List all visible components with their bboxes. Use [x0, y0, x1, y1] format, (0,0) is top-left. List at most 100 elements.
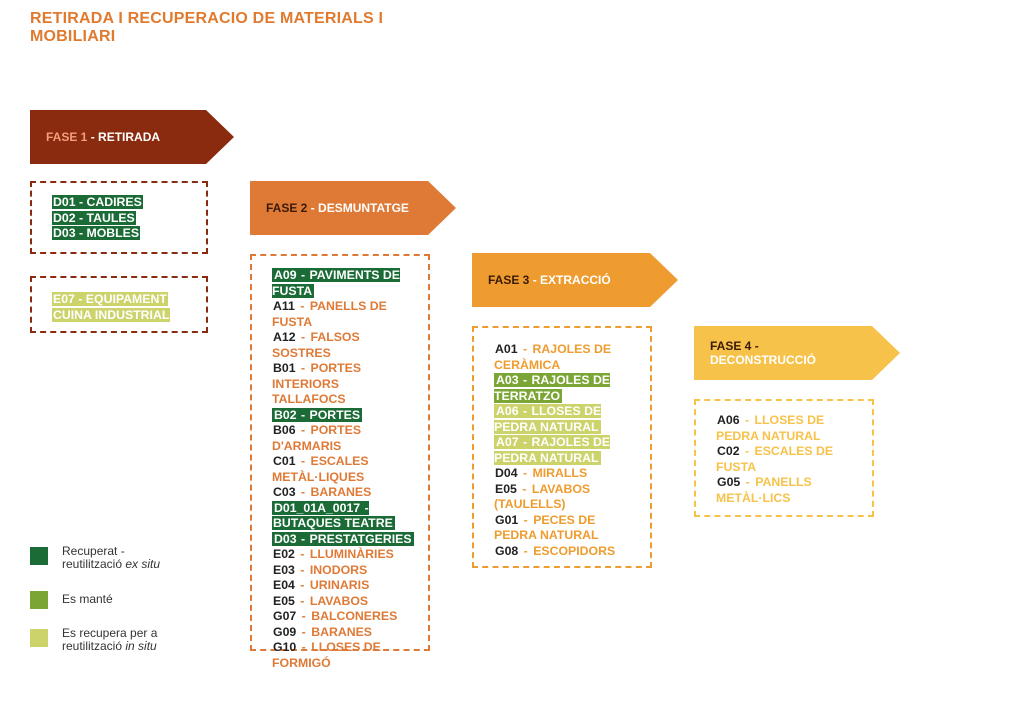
- list-item: G07 - BALCONERES: [273, 609, 398, 623]
- item-name: LLOSES DE PEDRA NATURAL: [494, 404, 602, 434]
- item-name: ESCALES METÀL·LIQUES: [272, 454, 369, 484]
- list-item: A06 - LLOSES DE PEDRA NATURAL: [716, 413, 825, 443]
- item-name: BALCONERES: [311, 609, 398, 623]
- phase-4-arrow-shape: [694, 326, 900, 380]
- item-name: FALSOS SOSTRES: [272, 330, 360, 360]
- item-name: PORTES D'ARMARIS: [272, 423, 362, 453]
- legend-item-recovered-in-situ: Es recupera per a reutilització in situ: [30, 627, 212, 653]
- item-name: RAJOLES DE CERÀMICA: [494, 342, 612, 372]
- list-item: A07 - RAJOLES DE PEDRA NATURAL: [494, 435, 638, 466]
- phase-1-box-furniture: D01 - CADIRES D02 - TAULES D03 - MOBLES: [30, 181, 208, 254]
- item-code: A11: [273, 299, 295, 313]
- item-name: LLUMINÀRIES: [309, 547, 394, 561]
- phase-1-box-kitchen: E07 - EQUIPAMENT CUINA INDUSTRIAL: [30, 276, 208, 333]
- list-item: C03 - BARANES: [273, 485, 372, 499]
- item-code: C02: [717, 444, 740, 458]
- list-item: D03 - PRESTATGERIES: [272, 531, 416, 548]
- item-name: BARANES: [310, 485, 372, 499]
- item-code: A03: [496, 373, 519, 387]
- item-code: D03: [274, 531, 297, 546]
- item-code: B02: [274, 407, 297, 422]
- list-item: G09 - BARANES: [273, 624, 372, 639]
- list-item: G08 - ESCOPIDORS: [495, 543, 616, 558]
- item-text: A03 - RAJOLES DE TERRATZO: [494, 373, 611, 403]
- item-name: LAVABOS (TAULELLS): [494, 481, 591, 512]
- phase-4-box: A06 - LLOSES DE PEDRA NATURAL C02 - ESCA…: [694, 399, 874, 517]
- item-name: PANELLS METÀL·LICS: [716, 475, 812, 505]
- item-code: E05: [495, 481, 517, 496]
- item-name: PECES DE PEDRA NATURAL: [494, 512, 599, 543]
- item-code: E05: [273, 593, 295, 608]
- legend-item-recovered-ex-situ: Recuperat - reutilització ex situ: [30, 545, 212, 571]
- item-name: ESCOPIDORS: [533, 543, 616, 558]
- legend-swatch: [30, 629, 48, 647]
- list-item: C01 - ESCALES METÀL·LIQUES: [272, 454, 369, 484]
- list-item: A11 - PANELLS DE FUSTA: [272, 299, 387, 329]
- item-text: D01_01A_0017 - BUTAQUES TEATRE: [272, 500, 395, 530]
- list-item: D01_01A_0017 - BUTAQUES TEATRE: [272, 500, 416, 532]
- item-name: URINARIS: [309, 578, 370, 592]
- item-code: G05: [717, 475, 741, 489]
- phase-3-box: A01 - RAJOLES DE CERÀMICA A03 - RAJOLES …: [472, 326, 652, 568]
- item-name: PORTES: [309, 407, 361, 422]
- phase-4-name: DECONSTRUCCIÓ: [710, 353, 817, 367]
- item-text: A09 - PAVIMENTS DE FUSTA: [272, 268, 400, 298]
- legend-line2: reutilització: [62, 639, 126, 653]
- item-name: LLOSES DE FORMIGÓ: [272, 640, 381, 670]
- phase-4-sep: -: [751, 339, 759, 353]
- item-code: B01: [273, 361, 296, 375]
- item-name: BARANES: [311, 624, 372, 639]
- list-item: A01 - RAJOLES DE CERÀMICA: [494, 342, 612, 372]
- phase-1-label: FASE 1 - RETIRADA: [30, 110, 210, 164]
- item-code: E04: [273, 578, 295, 592]
- phase-2-code: FASE 2: [266, 201, 308, 215]
- list-item: A06 - LLOSES DE PEDRA NATURAL: [494, 404, 638, 435]
- item-code: G01: [495, 512, 519, 527]
- list-item: E02 - LLUMINÀRIES: [273, 547, 394, 561]
- item-name: PRESTATGERIES: [309, 531, 412, 546]
- legend-item-kept: Es manté: [30, 589, 212, 609]
- item-name: PORTES INTERIORS TALLAFOCS: [272, 361, 362, 406]
- item-text: D01 - CADIRES: [52, 195, 143, 209]
- phase-1-code: FASE 1: [46, 130, 88, 144]
- item-code: A07: [496, 435, 519, 449]
- item-code: A01: [495, 342, 518, 356]
- item-name: MIRALLS: [532, 466, 588, 480]
- legend-swatch: [30, 547, 48, 565]
- item-name: ESCALES DE FUSTA: [716, 444, 834, 474]
- list-item: E04 - URINARIS: [273, 578, 370, 592]
- list-item: D02 - TAULES: [52, 210, 194, 227]
- phase-1-arrow-shape: [30, 110, 234, 164]
- item-name: BUTAQUES TEATRE: [273, 516, 393, 530]
- phase-2-name: DESMUNTATGE: [318, 201, 409, 215]
- legend-swatch: [30, 591, 48, 609]
- list-item: A09 - PAVIMENTS DE FUSTA: [272, 268, 416, 299]
- item-code: D01_01A_0017: [274, 500, 361, 515]
- item-name: PANELLS DE FUSTA: [272, 299, 387, 329]
- item-code: A12: [273, 330, 296, 344]
- phase-3-arrow-shape: [472, 253, 678, 307]
- legend-line2-italic: ex situ: [125, 557, 161, 571]
- list-item: E03 - INODORS: [273, 562, 368, 577]
- legend-line2: reutilització: [62, 557, 126, 571]
- phase-2-box: A09 - PAVIMENTS DE FUSTA A11 - PANELLS D…: [250, 254, 430, 670]
- item-name: PAVIMENTS DE FUSTA: [272, 268, 400, 298]
- list-item: CUINA INDUSTRIAL: [52, 307, 194, 324]
- item-text: D02 - TAULES: [52, 210, 136, 225]
- legend-line1: Es manté: [62, 592, 113, 606]
- page-title: RETIRADA I RECUPERACIO DE MATERIALS I MO…: [30, 10, 384, 45]
- list-item: G10 - LLOSES DE FORMIGÓ: [272, 640, 381, 670]
- list-item: E05 - LAVABOS (TAULELLS): [494, 481, 591, 512]
- item-code: G10: [273, 640, 297, 654]
- list-item: D04 - MIRALLS: [495, 466, 588, 480]
- item-text: A07 - RAJOLES DE PEDRA NATURAL: [494, 435, 611, 465]
- phase-3-name: EXTRACCIÓ: [540, 273, 611, 287]
- item-code: A06: [496, 404, 519, 418]
- legend-line1: Recuperat -: [62, 544, 125, 558]
- item-code: C01: [273, 454, 296, 468]
- item-code: E03: [273, 562, 295, 577]
- phase-2-sep: -: [307, 201, 319, 215]
- list-item: B02 - PORTES: [272, 407, 416, 424]
- legend-text: Recuperat - reutilització ex situ: [62, 545, 212, 571]
- legend-line1: Es recupera per a: [62, 626, 158, 640]
